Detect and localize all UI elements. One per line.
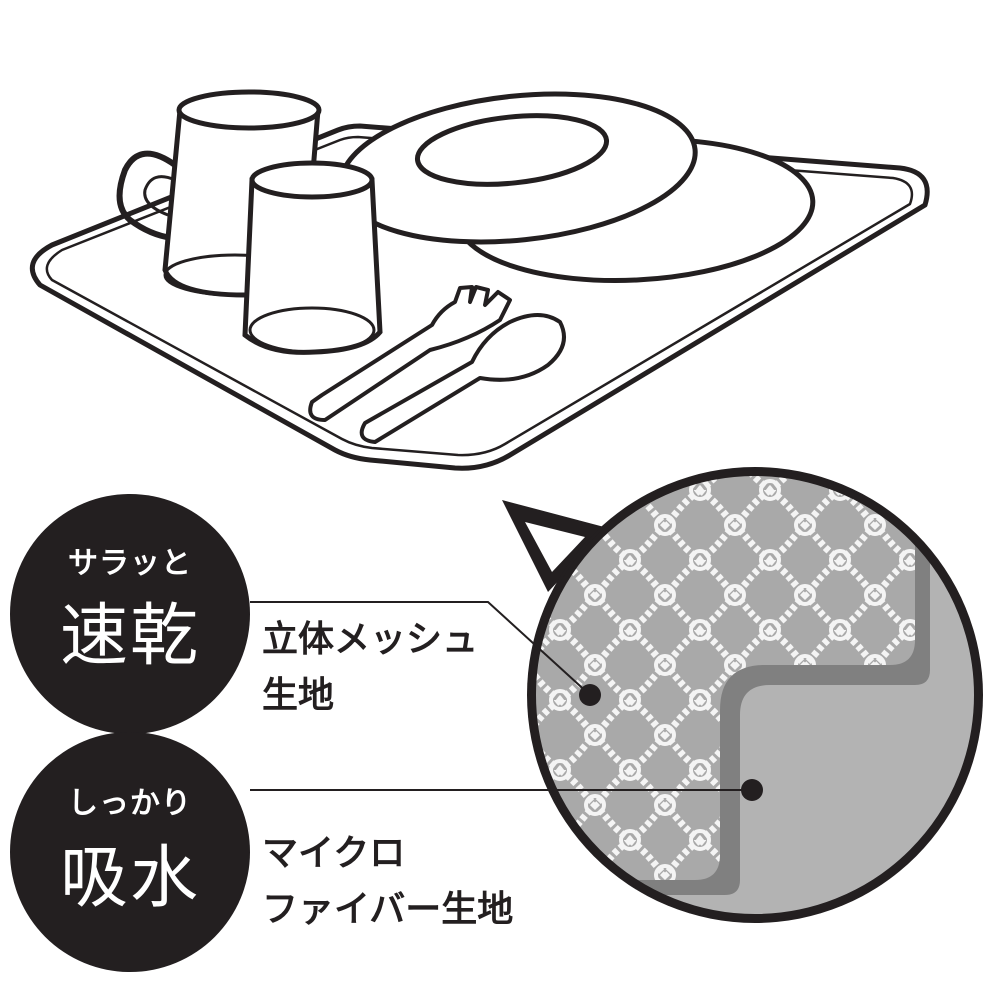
spoon-icon	[359, 313, 566, 444]
mesh-fabric-label-line2: 生地	[262, 675, 335, 716]
mesh-leader-line	[250, 601, 591, 696]
mesh-fabric-label: 立体メッシュ 生地	[262, 612, 478, 724]
absorb-badge: しっかり 吸水	[10, 732, 250, 972]
mesh-fabric-label-line1: 立体メッシュ	[262, 619, 479, 660]
microfiber-label-line2: ファイバー生地	[262, 889, 514, 930]
microfiber-pointer-dot	[741, 779, 763, 801]
quick-dry-title: 速乾	[59, 597, 200, 676]
absorb-caption: しっかり	[68, 786, 192, 821]
microfiber-label: マイクロ ファイバー生地	[262, 826, 513, 938]
absorb-title: 吸水	[59, 839, 200, 918]
fabric-zoom-bubble	[502, 467, 983, 923]
fork-icon	[308, 285, 512, 422]
glass-icon	[242, 160, 383, 355]
mesh-pointer-dot	[579, 684, 601, 706]
plate-icon	[338, 91, 816, 284]
microfiber-label-line1: マイクロ	[262, 833, 406, 874]
quick-dry-caption: サラッと	[68, 546, 192, 581]
quick-dry-badge: サラッと 速乾	[10, 494, 250, 734]
